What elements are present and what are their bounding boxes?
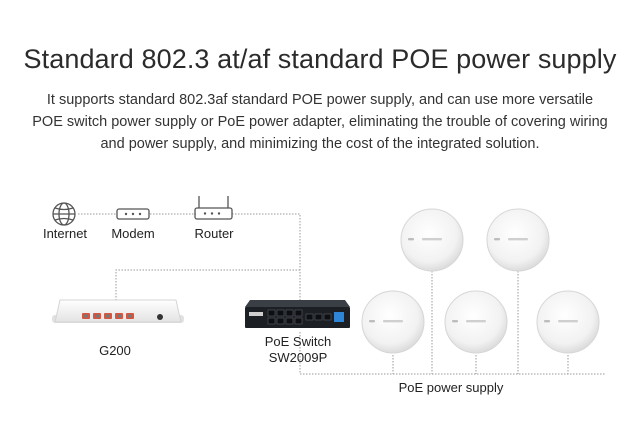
smoke-detector xyxy=(444,290,508,354)
smoke-detector xyxy=(361,290,425,354)
smoke-detector xyxy=(536,290,600,354)
gateway-device xyxy=(52,299,184,323)
switch-uplink-port xyxy=(334,312,344,322)
connection-lines xyxy=(78,213,605,375)
modem-icon xyxy=(116,208,150,220)
smoke-detectors xyxy=(361,208,600,354)
router-label: Router xyxy=(194,226,234,241)
modem-label: Modem xyxy=(111,226,155,241)
switch-label-line1: PoE Switch xyxy=(264,334,332,349)
page-description: It supports standard 802.3af standard PO… xyxy=(32,92,608,152)
internet-label: Internet xyxy=(42,226,88,241)
page-title: Standard 802.3 at/af standard POE power … xyxy=(23,44,617,74)
globe-icon xyxy=(52,202,76,226)
poe-power-supply-label: PoE power supply xyxy=(398,380,504,395)
switch-label-line2: SW2009P xyxy=(268,350,328,365)
router-icon xyxy=(194,196,233,220)
link-switch-detectors xyxy=(299,332,605,375)
link-switch-gateway xyxy=(115,269,300,300)
gateway-power-port xyxy=(157,314,163,320)
smoke-detector xyxy=(486,208,550,272)
smoke-detector xyxy=(400,208,464,272)
poe-switch-device xyxy=(245,300,350,328)
gateway-label: G200 xyxy=(99,343,131,358)
switch-ports xyxy=(267,309,332,325)
